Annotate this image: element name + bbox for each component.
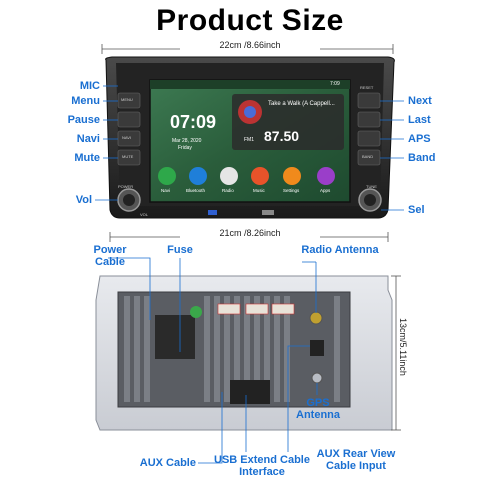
fuse (190, 306, 202, 318)
app-label-apps[interactable]: Apps (320, 188, 331, 193)
label-aux-rear: AUX Rear View Cable Input (316, 448, 396, 472)
unit-button-band[interactable]: BAND (362, 154, 374, 159)
label-next: Next (408, 95, 432, 107)
height-dimension-label: 13cm/5.11inch (398, 318, 408, 376)
label-gps-antenna: GPS Antenna (296, 397, 340, 421)
top-width-label: 22cm /8.66inch (180, 40, 320, 50)
app-label-settings[interactable]: Settings (283, 188, 300, 193)
unit-label-vol: VOL (140, 212, 149, 217)
label-menu: Menu (71, 95, 100, 107)
unit-button-menu[interactable]: MENU (121, 97, 133, 102)
unit-button-navi[interactable]: NAVI (122, 135, 132, 140)
unit-button-mute[interactable]: MUTE (122, 154, 134, 159)
unit-label-tune: TUNE (366, 184, 377, 189)
unit-label-power: POWER (118, 184, 134, 189)
screen-time: 07:09 (170, 112, 217, 132)
app-label-bluetooth[interactable]: Bluetooth (186, 188, 206, 193)
screen-frequency: 87.50 (264, 128, 300, 144)
label-power-cable: Power Cable (93, 244, 127, 268)
label-pause: Pause (67, 114, 100, 126)
head-unit (105, 56, 395, 219)
screen-day: Friday (178, 145, 192, 151)
label-band: Band (408, 152, 436, 164)
app-label-navi[interactable]: Navi (161, 188, 171, 193)
label-mic: MIC (79, 80, 100, 92)
label-fuse: Fuse (167, 244, 193, 256)
label-sel: Sel (408, 204, 425, 216)
screen-song: Take a Walk (A Cappell... (268, 101, 335, 107)
label-vol: Vol (75, 194, 92, 206)
label-aps: APS (408, 133, 431, 145)
label-last: Last (408, 114, 431, 126)
page-title: Product Size (156, 4, 344, 37)
bottom-width-label: 21cm /8.26inch (180, 228, 320, 238)
label-radio-antenna: Radio Antenna (301, 244, 379, 256)
label-mute: Mute (74, 152, 100, 164)
app-label-music[interactable]: Music (253, 188, 265, 193)
screen-clock-small: 7:09 (330, 81, 340, 87)
label-usb-extend: USB Extend Cable Interface (214, 454, 310, 478)
screen-date: Mar 28, 2020 (172, 138, 202, 144)
label-aux-cable: AUX Cable (139, 457, 196, 469)
label-navi: Navi (76, 133, 100, 145)
unit-button-reset[interactable]: RESET (360, 85, 374, 90)
app-label-radio[interactable]: Radio (222, 188, 234, 193)
chassis (95, 275, 393, 431)
screen-radio-band: FM1 (244, 137, 254, 143)
